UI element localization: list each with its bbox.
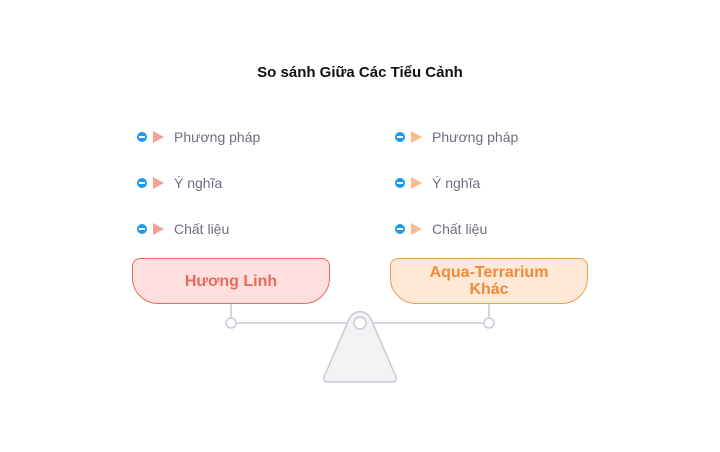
triangle-icon (411, 131, 422, 143)
right-topic-box[interactable]: Aqua-Terrarium Khác (390, 258, 588, 304)
left-topic-box[interactable]: Hương Linh (132, 258, 330, 304)
triangle-icon (153, 177, 164, 189)
item-label: Phương pháp (432, 129, 519, 145)
left-joint-circle (225, 317, 237, 329)
collapse-icon[interactable] (395, 132, 405, 142)
scale-stand (323, 310, 397, 383)
right-item-meaning[interactable]: Ý nghĩa (395, 173, 480, 193)
right-item-material[interactable]: Chất liệu (395, 219, 487, 239)
left-item-method[interactable]: Phương pháp (137, 127, 260, 147)
triangle-icon (411, 223, 422, 235)
item-label: Phương pháp (174, 129, 261, 145)
collapse-icon[interactable] (395, 178, 405, 188)
left-topic-label: Hương Linh (184, 272, 278, 290)
item-label: Chất liệu (432, 221, 488, 237)
left-item-meaning[interactable]: Ý nghĩa (137, 173, 222, 193)
left-item-material[interactable]: Chất liệu (137, 219, 229, 239)
item-label: Chất liệu (174, 221, 230, 237)
triangle-icon (411, 177, 422, 189)
collapse-icon[interactable] (137, 178, 147, 188)
triangle-icon (153, 131, 164, 143)
right-topic-line2: Khác (469, 281, 509, 298)
collapse-icon[interactable] (395, 224, 405, 234)
right-topic-label: Aqua-Terrarium Khác (430, 264, 549, 298)
item-label: Ý nghĩa (174, 175, 223, 191)
right-joint-circle (483, 317, 495, 329)
triangle-icon (153, 223, 164, 235)
collapse-icon[interactable] (137, 224, 147, 234)
collapse-icon[interactable] (137, 132, 147, 142)
pivot-circle (353, 316, 367, 330)
diagram-title: So sánh Giữa Các Tiểu Cảnh (257, 64, 463, 81)
item-label: Ý nghĩa (432, 175, 481, 191)
right-item-method[interactable]: Phương pháp (395, 127, 518, 147)
right-topic-line1: Aqua-Terrarium (429, 264, 549, 281)
